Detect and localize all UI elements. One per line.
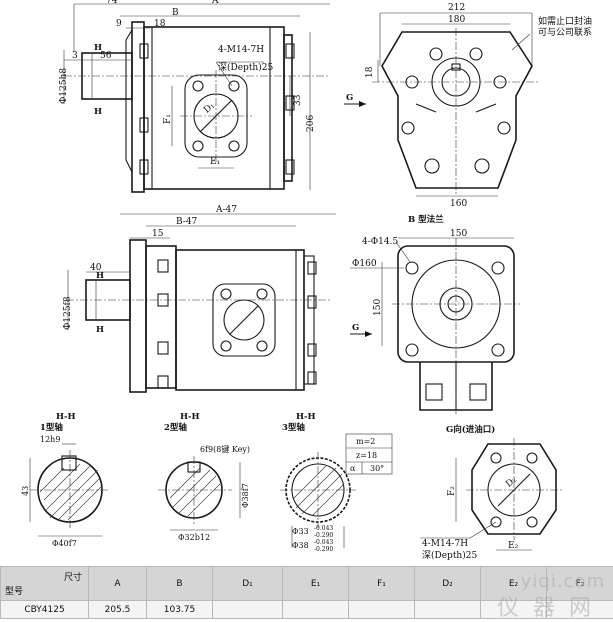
dim-shaft-dia: Φ125h8 (59, 68, 69, 104)
dim-a: A (211, 0, 219, 6)
dim-shaft-dia-b: Φ125f8 (63, 296, 73, 330)
gear-module: m=2 (356, 437, 375, 446)
cell-e1 (283, 601, 349, 619)
arrow-g-1: G (346, 93, 353, 103)
note-line-2: 可与公司联系 (538, 27, 592, 38)
table-header-row: 尺寸 型号 A B D₁ E₁ F₁ D₂ E₂ F₂ (1, 567, 613, 601)
dim-18-end: 18 (365, 66, 375, 78)
cell-d2 (415, 601, 481, 619)
dim-150-side: 150 (373, 299, 383, 316)
technical-drawing: 74 A B 9 18 3 56 Φ125h8 H H 4-M14-7H 深(D… (0, 0, 613, 565)
cell-a: 205.5 (89, 601, 147, 619)
dim-180: 180 (448, 15, 465, 25)
sec2-title: H-H (180, 412, 200, 422)
label-d1: D₁ (202, 101, 217, 116)
flange-caption: B 型法兰 (408, 214, 444, 225)
sec3-dia-2: Φ38 (292, 541, 309, 550)
label-f1: F₁ (163, 114, 173, 124)
port-thread-g: 4-M14-7H (422, 539, 468, 549)
h-upper-b: H (96, 271, 104, 281)
cell-f2 (547, 601, 613, 619)
section-shaft-2 (158, 456, 240, 530)
gear-teeth: z=18 (356, 451, 377, 460)
sec3-tol-2b: -0.290 (314, 546, 333, 553)
view-a-end (344, 13, 540, 196)
dim-b: B (172, 8, 179, 18)
cell-f1 (349, 601, 415, 619)
col-header-a: A (89, 567, 147, 601)
section-shaft-1-labels: H-H 1型轴 12h9 43 Φ40f7 (21, 412, 77, 548)
dim-212: 212 (448, 3, 465, 13)
dim-74: 74 (106, 0, 118, 6)
sec1-dia: Φ40f7 (52, 539, 77, 548)
cell-e2 (481, 601, 547, 619)
dim-3: 3 (72, 51, 78, 61)
sec1-key: 12h9 (40, 435, 60, 444)
view-a-side (64, 4, 330, 192)
sec3-name: 3型轴 (282, 422, 305, 433)
section-shaft-1 (30, 444, 110, 536)
sec3-tol-1a: -0.043 (314, 525, 333, 532)
dim-b-47: B-47 (176, 217, 198, 227)
cell-model: CBY4125 (1, 601, 89, 619)
label-e1: E₁ (210, 157, 220, 167)
dim-160: 160 (450, 199, 467, 209)
dim-206: 206 (306, 115, 316, 132)
sec2-name: 2型轴 (164, 422, 187, 433)
table-row: CBY4125 205.5 103.75 (1, 601, 613, 619)
view-b-labels: A-47 B-47 15 40 Φ125f8 H H (63, 205, 237, 335)
col-header-d2: D₂ (415, 567, 481, 601)
corner-model-label: 型号 (5, 584, 23, 597)
section-shaft-2-labels: H-H 2型轴 6f9(8键 Key) Φ38f7 Φ32b12 (164, 412, 250, 542)
col-header-b: B (147, 567, 213, 601)
sec3-title: H-H (296, 412, 316, 422)
sec2-dia-2: Φ32b12 (178, 533, 210, 542)
sec4-title: G向(进油口) (446, 424, 495, 435)
gear-alpha: α (350, 464, 356, 473)
port-depth-g: 深(Depth)25 (422, 550, 477, 561)
port-depth: 深(Depth)25 (218, 62, 273, 73)
col-header-e1: E₁ (283, 567, 349, 601)
port-thread: 4-M14-7H (218, 45, 264, 55)
view-b-side (66, 214, 336, 392)
col-header-e2: E₂ (481, 567, 547, 601)
section-g-port (420, 438, 562, 550)
h-upper: H (94, 43, 102, 53)
col-header-d1: D₁ (213, 567, 283, 601)
sec3-dia-1: Φ33 (292, 527, 309, 536)
col-header-f1: F₁ (349, 567, 415, 601)
h-lower: H (94, 107, 102, 117)
sec1-height: 43 (21, 486, 30, 496)
dim-phi-160: Φ160 (352, 259, 377, 269)
dim-33: 33 (293, 94, 303, 106)
dim-9: 9 (116, 19, 122, 29)
cell-b: 103.75 (147, 601, 213, 619)
sec2-dia-1: Φ38f7 (241, 483, 250, 508)
label-e2: E₂ (508, 541, 519, 551)
spec-table: 尺寸 型号 A B D₁ E₁ F₁ D₂ E₂ F₂ CBY4125 205.… (0, 566, 613, 619)
view-a-labels: 74 A B 9 18 3 56 Φ125h8 H H 4-M14-7H 深(D… (59, 0, 316, 167)
sec3-tol-2a: -0.043 (314, 539, 333, 546)
view-b-end-labels: 4-Φ14.5 150 Φ160 150 G (352, 229, 467, 333)
dim-4-phi-14-5: 4-Φ14.5 (362, 237, 398, 247)
sec2-key: 6f9(8键 Key) (200, 444, 250, 454)
table-corner-cell: 尺寸 型号 (1, 567, 89, 601)
dim-150-top: 150 (450, 229, 467, 239)
cell-d1 (213, 601, 283, 619)
sec1-name: 1型轴 (40, 422, 63, 433)
sec1-title: H-H (56, 412, 76, 422)
corner-dimension-label: 尺寸 (64, 570, 82, 583)
view-a-end-labels: 212 180 18 160 如需止口封油 可与公司联系 G B 型法兰 (346, 3, 592, 225)
h-lower-b: H (96, 325, 104, 335)
col-header-f2: F₂ (547, 567, 613, 601)
dim-18: 18 (154, 19, 166, 29)
dim-a-47: A-47 (215, 205, 237, 215)
arrow-g-2: G (352, 323, 359, 333)
gear-angle: 30° (370, 464, 384, 473)
note-line-1: 如需止口封油 (538, 15, 592, 27)
label-f2: F₂ (447, 486, 457, 496)
dim-15: 15 (152, 229, 164, 239)
sec3-tol-1b: -0.290 (314, 532, 333, 539)
